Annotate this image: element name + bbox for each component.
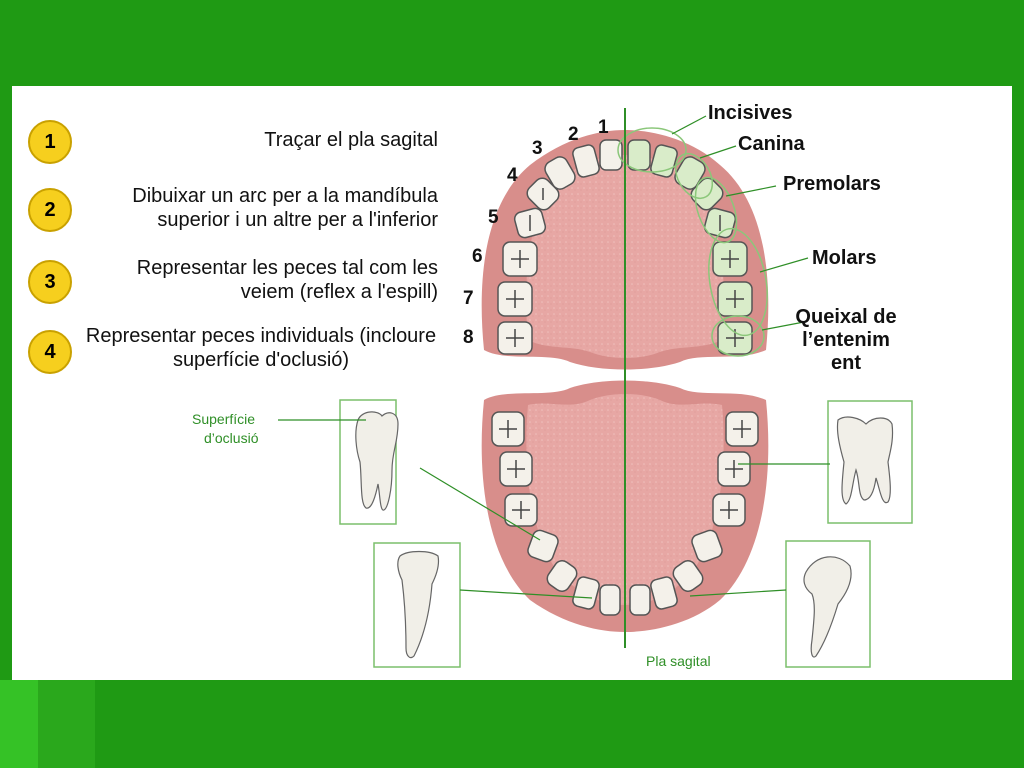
molar-side-view-icon bbox=[355, 411, 399, 511]
occlusal-label-line-1: Superfície bbox=[192, 411, 255, 427]
tooth-number: 7 bbox=[463, 288, 474, 309]
connector-lines bbox=[278, 115, 830, 599]
label-canine: Canina bbox=[738, 133, 806, 155]
tooth-crosses bbox=[506, 188, 544, 347]
step-number-badge: 2 bbox=[28, 188, 72, 232]
tooth-number: 3 bbox=[532, 138, 543, 159]
step-text: Representar les peces tal com les veiem … bbox=[136, 257, 438, 303]
step-number-badge: 3 bbox=[28, 260, 72, 304]
occlusal-label-line-2: d’oclusió bbox=[204, 430, 259, 446]
label-premolars: Premolars bbox=[783, 173, 881, 195]
label-incisors: Incisives bbox=[708, 102, 793, 124]
tooth-number: 8 bbox=[463, 327, 474, 348]
tooth-crosses bbox=[719, 215, 744, 347]
decorative-stripe bbox=[0, 680, 38, 768]
tooth-number-labels: 1 2 3 4 5 6 7 8 bbox=[463, 117, 609, 348]
step-text: Dibuixar un arc per a la mandíbula super… bbox=[132, 185, 438, 231]
tooth-number: 1 bbox=[598, 117, 609, 138]
occlusal-surface-label: Superfície d’oclusió bbox=[192, 411, 259, 446]
tooth-number: 4 bbox=[507, 165, 518, 186]
tooth-number: 2 bbox=[568, 124, 579, 145]
lower-teeth bbox=[491, 411, 759, 616]
step-3: 3 Representar les peces tal com les veie… bbox=[28, 257, 438, 310]
step-text: Representar peces individuals (incloure … bbox=[85, 325, 437, 371]
decorative-stripe bbox=[1012, 200, 1024, 680]
step-4: 4 Representar peces individuals (inclour… bbox=[28, 325, 438, 380]
premolar-side-view-icon bbox=[397, 550, 440, 659]
tooth-number: 5 bbox=[488, 207, 499, 228]
canine-side-view-icon bbox=[803, 556, 852, 658]
label-molars: Molars bbox=[812, 247, 876, 269]
tooth-number: 6 bbox=[472, 246, 483, 267]
lower-molar-side-view-icon bbox=[836, 416, 894, 505]
step-1: 1 Traçar el pla sagital bbox=[28, 120, 438, 170]
step-2: 2 Dibuixar un arc per a la mandíbula sup… bbox=[28, 185, 438, 238]
tooth-group-highlights bbox=[617, 127, 768, 357]
tooth-detail-boxes bbox=[339, 399, 913, 668]
label-wisdom-tooth: Queixal de l’entenim ent bbox=[795, 306, 897, 374]
step-text: Traçar el pla sagital bbox=[264, 129, 438, 151]
step-number-badge: 4 bbox=[28, 330, 72, 374]
step-number-badge: 1 bbox=[28, 120, 72, 164]
sagittal-plane-label: Pla sagital bbox=[646, 653, 711, 669]
tooth-crosses bbox=[499, 420, 751, 519]
